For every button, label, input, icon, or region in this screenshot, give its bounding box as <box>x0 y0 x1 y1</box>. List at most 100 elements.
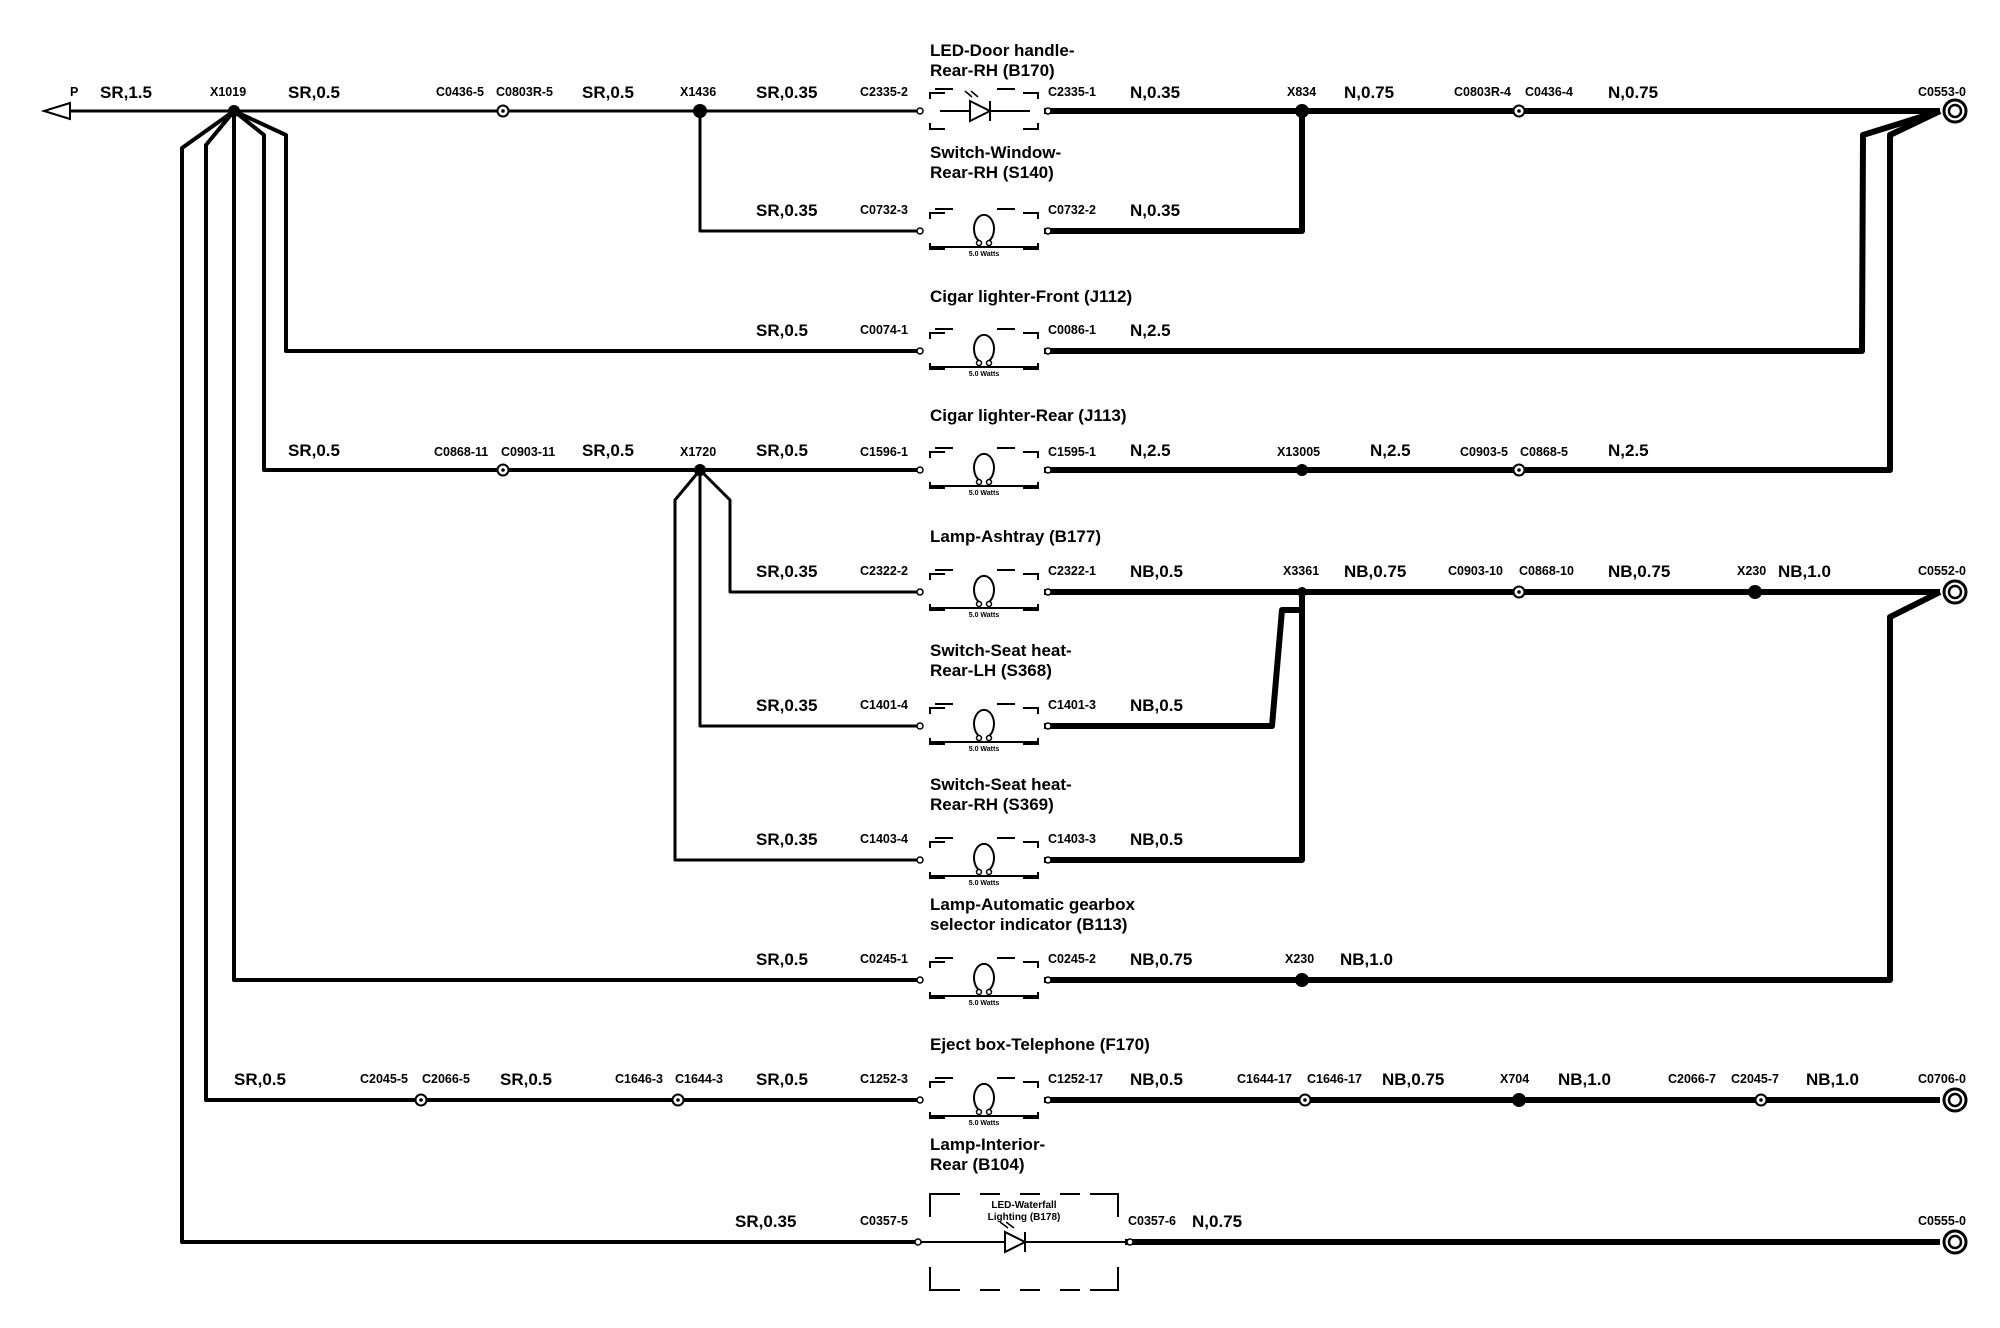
ground-wiring <box>1044 108 1942 1245</box>
watts-label: 5.0 Watts <box>969 251 1000 258</box>
connector-label: C1252-17 <box>1048 1072 1103 1086</box>
component-title: selector indicator (B113) <box>930 915 1127 934</box>
watts-label: 5.0 Watts <box>969 612 1000 619</box>
wire-label: NB,0.75 <box>1130 950 1192 969</box>
connector-label: C0868-11 <box>434 445 488 459</box>
component-b177: 5.0 Watts <box>916 569 1052 619</box>
connector-label: C1403-3 <box>1048 832 1096 846</box>
connector-label: C0903-11 <box>501 445 555 459</box>
component-title: Lamp-Ashtray (B177) <box>930 527 1101 546</box>
component-s368: 5.0 Watts <box>916 703 1052 753</box>
component-title: Rear-RH (S369) <box>930 795 1054 814</box>
wire-label: NB,0.75 <box>1382 1070 1444 1089</box>
connector-label: C0074-1 <box>860 323 908 337</box>
component-b113: 5.0 Watts <box>916 957 1052 1007</box>
connector-label: C0868-5 <box>1520 445 1568 459</box>
connector-label: C2045-7 <box>1731 1072 1779 1086</box>
wire-label: SR,0.35 <box>756 696 817 715</box>
component-title: Lamp-Interior- <box>930 1135 1045 1154</box>
wiring <box>60 109 922 1244</box>
component-title: Rear-RH (B170) <box>930 61 1055 80</box>
component-title: Rear-LH (S368) <box>930 661 1052 680</box>
bulb-components: 5.0 Watts 5.0 Watts 5.0 Watts <box>916 208 1052 1127</box>
connector-label: C0803R-5 <box>496 85 553 99</box>
watts-label: 5.0 Watts <box>969 1000 1000 1007</box>
ground-label: C0555-0 <box>1918 1214 1966 1228</box>
wire-label: SR,0.5 <box>288 83 340 102</box>
component-title: Eject box-Telephone (F170) <box>930 1035 1150 1054</box>
wire-label: SR,0.35 <box>756 830 817 849</box>
component-title: Rear (B104) <box>930 1155 1025 1174</box>
wire-label: NB,0.5 <box>1130 1070 1183 1089</box>
wire-label: SR,0.5 <box>756 321 808 340</box>
wire-label: NB,0.5 <box>1130 830 1183 849</box>
inner-label-1: LED-Waterfall <box>991 1200 1056 1211</box>
ground-label: C0553-0 <box>1918 85 1966 99</box>
power-arrow-icon <box>40 101 71 121</box>
component-title: Switch-Window- <box>930 143 1061 162</box>
component-title: Lamp-Automatic gearbox <box>930 895 1136 914</box>
power-label: P <box>70 85 78 99</box>
connector-label: C2335-2 <box>860 85 908 99</box>
component-f170: 5.0 Watts <box>916 1077 1052 1127</box>
connector-label: C1401-3 <box>1048 698 1096 712</box>
connector-label: C1403-4 <box>860 832 908 846</box>
component-j113: 5.0 Watts <box>916 447 1052 497</box>
component-title: Cigar lighter-Rear (J113) <box>930 406 1127 425</box>
component-j112: 5.0 Watts <box>916 328 1052 378</box>
wire-label: SR,0.35 <box>756 562 817 581</box>
wire-label: NB,0.5 <box>1130 562 1183 581</box>
component-title: Switch-Seat heat- <box>930 775 1072 794</box>
component-title: Switch-Seat heat- <box>930 641 1072 660</box>
connector-label: C0436-5 <box>436 85 484 99</box>
led-icon <box>940 99 1030 123</box>
inner-label-2: Lighting (B178) <box>988 1212 1061 1223</box>
wire-label: SR,0.5 <box>582 441 634 460</box>
connector-label: C1646-17 <box>1307 1072 1362 1086</box>
wire-label: SR,0.5 <box>756 1070 808 1089</box>
connector-label: C0732-3 <box>860 203 908 217</box>
connector-label: C1646-3 <box>615 1072 663 1086</box>
labels: P SR,1.5 X1019 SR,0.5 C0436-5 C0803R-5 S… <box>70 41 1966 1231</box>
splice-label: X3361 <box>1283 564 1319 578</box>
connector-label: C0903-5 <box>1460 445 1508 459</box>
connector-label: C0732-2 <box>1048 203 1096 217</box>
splice-label: X704 <box>1500 1072 1529 1086</box>
wire-label: SR,0.35 <box>735 1212 796 1231</box>
connector-label: C1252-3 <box>860 1072 908 1086</box>
wire-label: SR,0.35 <box>756 83 817 102</box>
splice-label: X1720 <box>680 445 716 459</box>
led-icon <box>920 1230 1125 1254</box>
wire-label: SR,0.5 <box>288 441 340 460</box>
splice-label: X13005 <box>1277 445 1320 459</box>
component-title: Rear-RH (S140) <box>930 163 1054 182</box>
connector-label: C2066-5 <box>422 1072 470 1086</box>
wire-label: NB,1.0 <box>1340 950 1393 969</box>
wire-label: N,0.35 <box>1130 83 1180 102</box>
wire-label: NB,0.75 <box>1344 562 1406 581</box>
component-s369: 5.0 Watts <box>916 837 1052 887</box>
splice-label: X1436 <box>680 85 716 99</box>
wire-label: SR,0.5 <box>500 1070 552 1089</box>
connector-label: C0357-5 <box>860 1214 908 1228</box>
splice-label: X1019 <box>210 85 246 99</box>
component-title: Cigar lighter-Front (J112) <box>930 287 1132 306</box>
wire-label: NB,0.75 <box>1608 562 1670 581</box>
wire-label: N,2.5 <box>1608 441 1649 460</box>
wire-label: N,0.75 <box>1608 83 1658 102</box>
wire-label: NB,0.5 <box>1130 696 1183 715</box>
connector-label: C1644-17 <box>1237 1072 1292 1086</box>
splice-label: X230 <box>1737 564 1766 578</box>
connector-label: C2066-7 <box>1668 1072 1716 1086</box>
wire-label: N,0.75 <box>1192 1212 1242 1231</box>
connector-label: C0245-1 <box>860 952 908 966</box>
watts-label: 5.0 Watts <box>969 746 1000 753</box>
wire-label: NB,1.0 <box>1778 562 1831 581</box>
wire-label: N,2.5 <box>1130 441 1171 460</box>
watts-label: 5.0 Watts <box>969 490 1000 497</box>
wire-label: NB,1.0 <box>1806 1070 1859 1089</box>
splice-label: X230 <box>1285 952 1314 966</box>
component-title: LED-Door handle- <box>930 41 1075 60</box>
ground-label: C0706-0 <box>1918 1072 1966 1086</box>
connector-label: C1596-1 <box>860 445 908 459</box>
